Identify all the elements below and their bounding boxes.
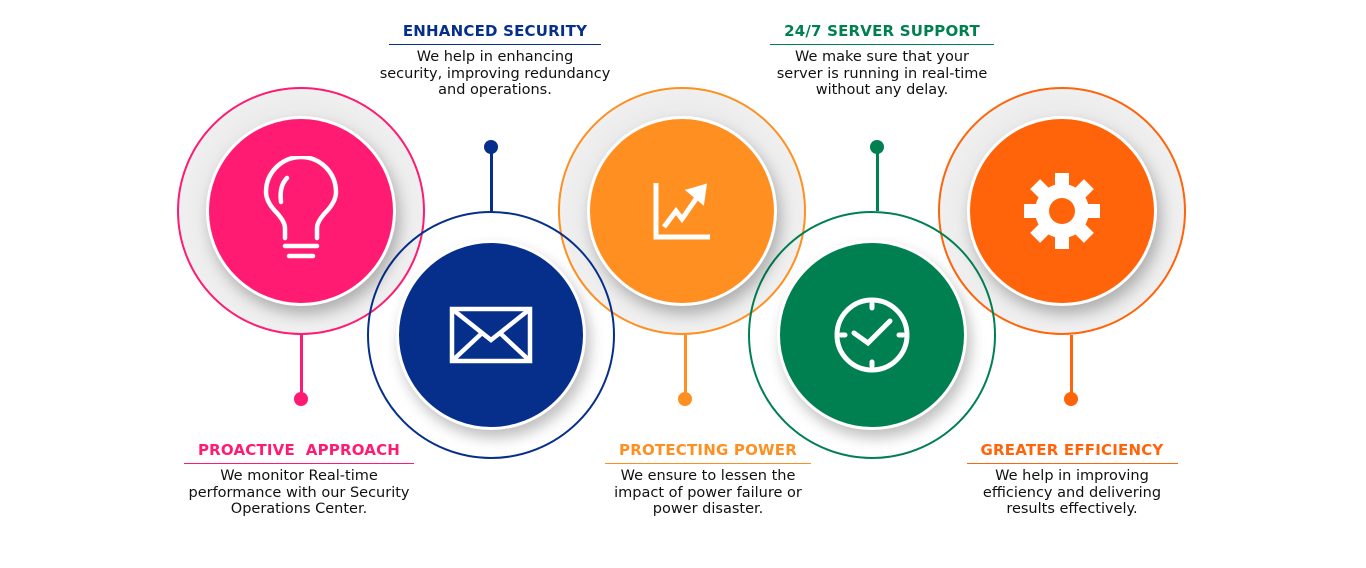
disc-server xyxy=(777,240,967,430)
connector-dot-server xyxy=(870,140,884,154)
connector-server xyxy=(876,148,879,211)
feature-protecting: PROTECTING POWER We ensure to lessen the… xyxy=(568,440,848,518)
feature-title: PROTECTING POWER xyxy=(605,441,811,464)
connector-dot-security xyxy=(484,140,498,154)
feature-title: 24/7 SERVER SUPPORT xyxy=(770,22,994,45)
connector-dot-protecting xyxy=(678,392,692,406)
connector-security xyxy=(490,148,493,211)
growth-chart-icon xyxy=(652,181,712,241)
gear-icon xyxy=(1023,172,1101,250)
feature-server: 24/7 SERVER SUPPORT We make sure that yo… xyxy=(742,21,1022,99)
lightbulb-icon xyxy=(261,156,341,266)
feature-title: ENHANCED SECURITY xyxy=(388,22,602,45)
connector-efficiency xyxy=(1070,335,1073,399)
disc-efficiency xyxy=(967,116,1157,306)
disc-protecting xyxy=(587,116,777,306)
disc-security xyxy=(396,240,586,430)
envelope-icon xyxy=(449,306,533,364)
ring-security xyxy=(367,211,615,459)
connector-dot-efficiency xyxy=(1064,392,1078,406)
connector-dot-proactive xyxy=(294,392,308,406)
disc-proactive xyxy=(206,116,396,306)
ring-server xyxy=(748,211,996,459)
feature-title: GREATER EFFICIENCY xyxy=(966,441,1178,464)
connector-proactive xyxy=(300,335,303,399)
clock-icon xyxy=(832,295,912,375)
feature-title: PROACTIVE APPROACH xyxy=(183,441,415,464)
connector-protecting xyxy=(684,335,687,399)
